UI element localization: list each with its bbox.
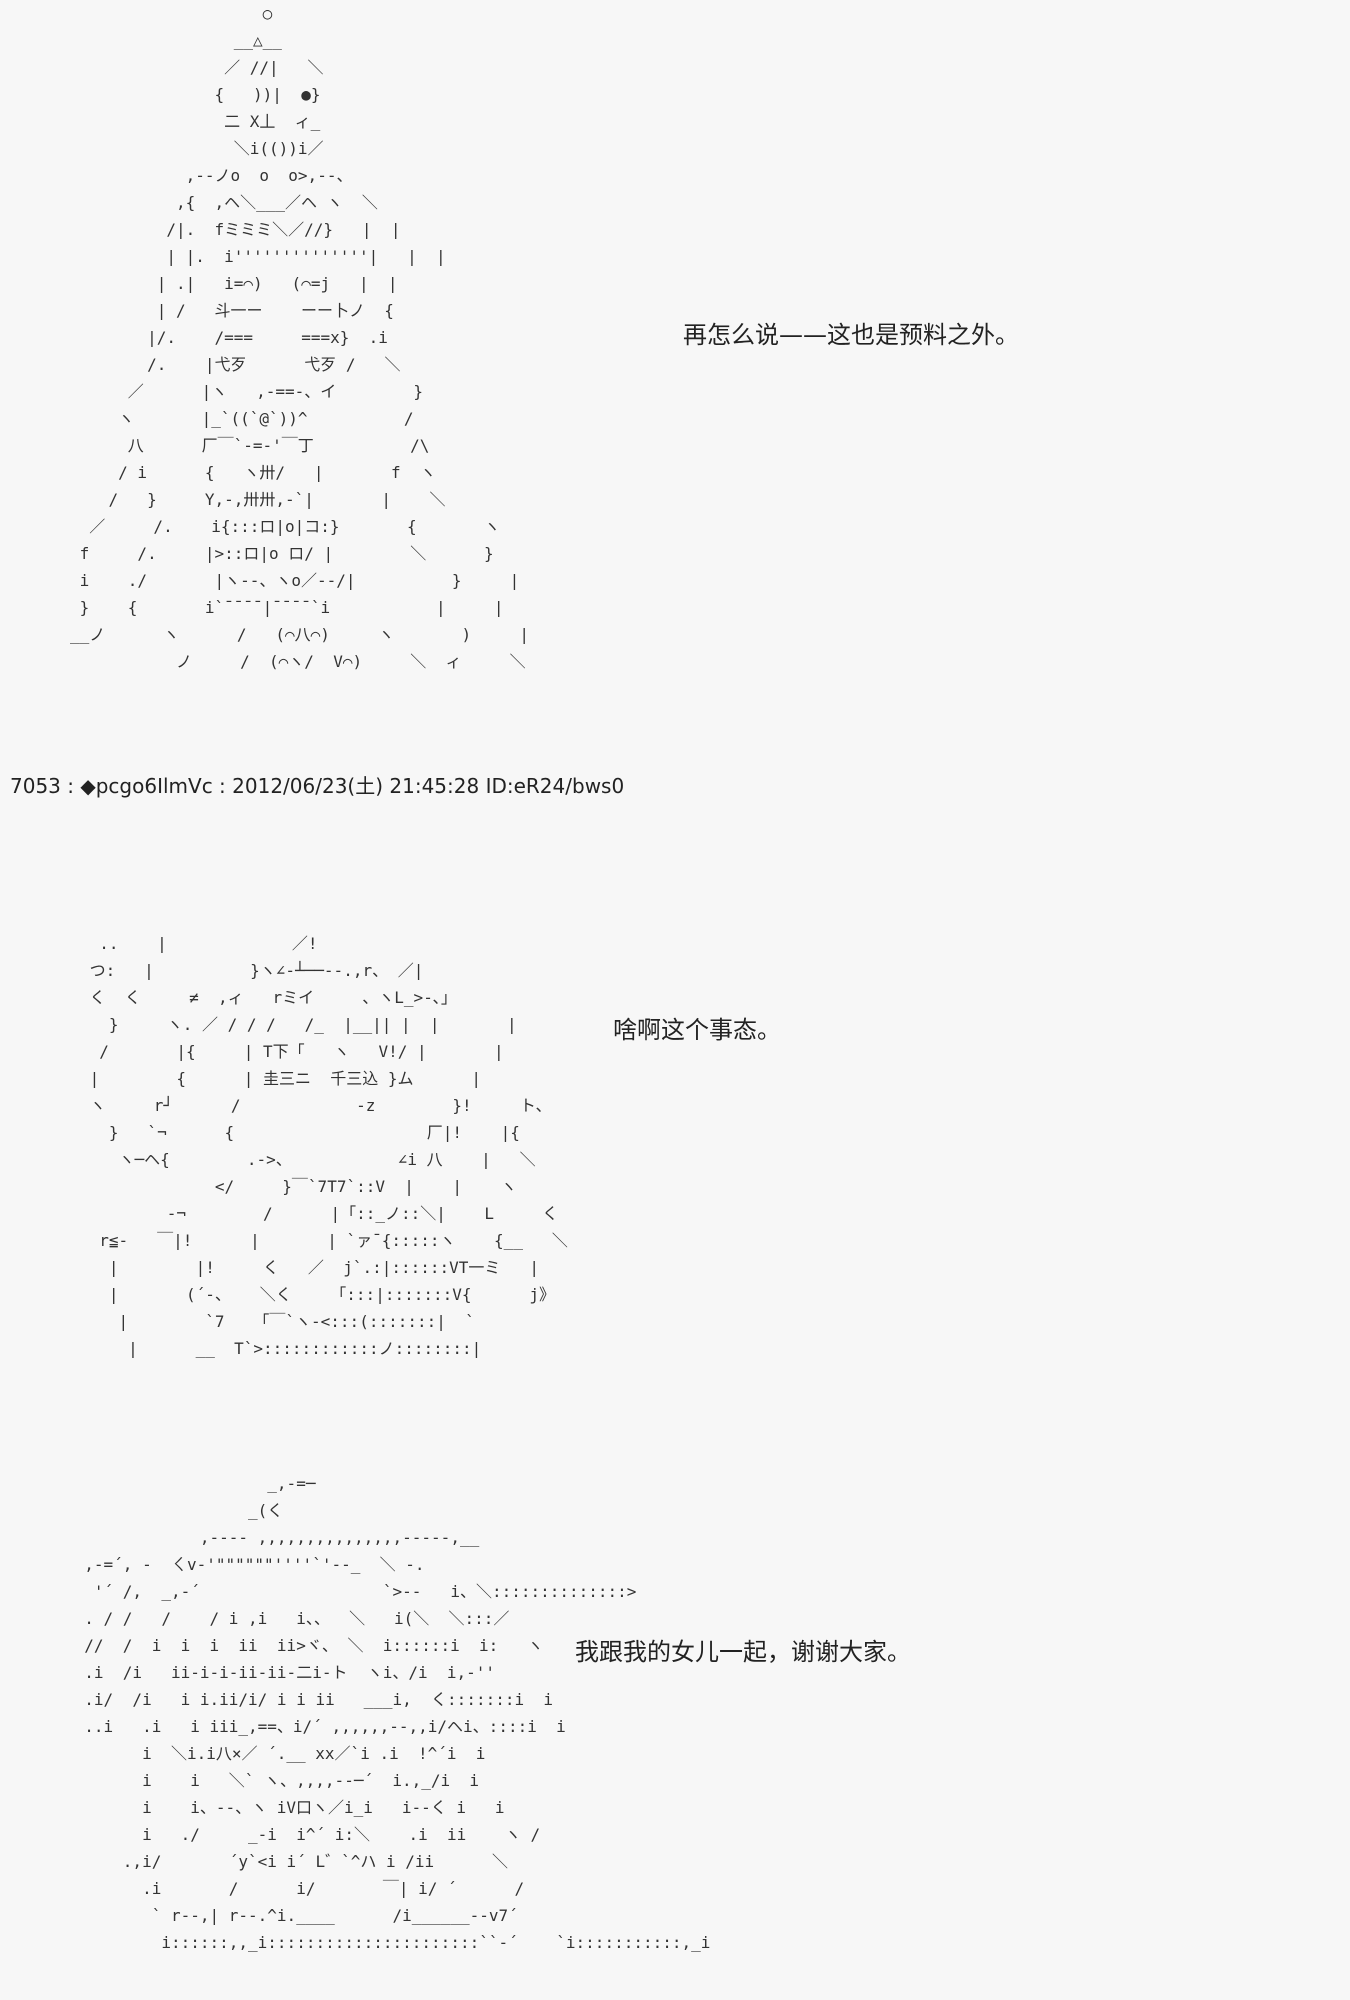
dialogue-line-3: 我跟我的女儿一起，谢谢大家。 bbox=[575, 1638, 911, 1666]
dialogue-line-2: 啥啊这个事态。 bbox=[613, 1016, 781, 1044]
dialogue-line-1: 再怎么说——这也是预料之外。 bbox=[683, 321, 1019, 349]
ascii-art-figure-3: _,-=─ _(く ,---- ,,,,,,,,,,,,,,,-----,__ … bbox=[84, 1474, 711, 1952]
ascii-art-figure-2: .. | ／! つ: | }ヽ∠-┴──--.,r、 ／| く く ≠ ,ィ r… bbox=[89, 934, 568, 1358]
ascii-art-figure-1: ○ __△__ ／ //| ＼ { ))| ●} 二 X丄 ィ_ ＼i(())i… bbox=[70, 4, 529, 671]
post-header: 7053 : ◆pcgo6IlmVc : 2012/06/23(土) 21:45… bbox=[10, 774, 625, 798]
